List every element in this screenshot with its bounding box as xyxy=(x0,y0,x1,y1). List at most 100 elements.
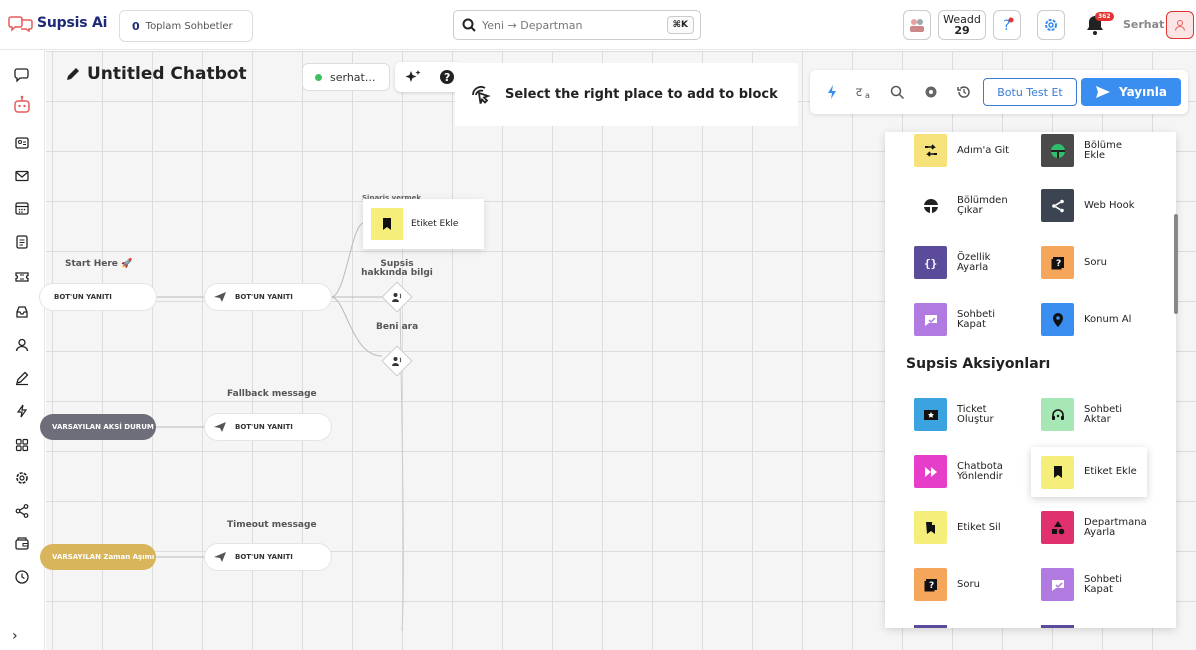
history-button[interactable] xyxy=(952,82,975,102)
sidebar-item-settings[interactable] xyxy=(12,468,32,488)
action-question[interactable]: ? Soru xyxy=(914,568,980,601)
action-get-location[interactable]: Konum Al xyxy=(1041,303,1131,336)
user-name[interactable]: Serhat xyxy=(1123,18,1165,31)
action-set-department[interactable]: Departmana Ayarla xyxy=(1041,511,1147,544)
action-label: Konum Al xyxy=(1084,313,1132,325)
action-transfer-chat[interactable]: Sohbeti Aktar xyxy=(1041,398,1144,431)
total-conversations[interactable]: 0 Toplam Sohbetler xyxy=(119,10,253,42)
question-box-icon: ? xyxy=(914,568,947,601)
fallback-reply-node[interactable]: BOT'UN YANITI xyxy=(205,414,331,440)
notifications-button[interactable]: 362 xyxy=(1085,12,1114,38)
location-pin-icon xyxy=(1041,303,1074,336)
fallback-reply-label: BOT'UN YANITI xyxy=(235,423,293,431)
chatbot-title-text: Untitled Chatbot xyxy=(87,64,247,84)
panel-scrollbar[interactable] xyxy=(1174,214,1178,314)
team-button[interactable] xyxy=(903,10,931,40)
form-icon xyxy=(16,235,28,249)
go-to-step-icon xyxy=(914,134,947,167)
webhook-icon xyxy=(1041,189,1074,222)
contact-card-icon xyxy=(15,137,29,149)
online-status-dot xyxy=(315,73,322,81)
action-web-hook[interactable]: Web Hook xyxy=(1041,189,1135,222)
sidebar-item-users[interactable] xyxy=(12,335,32,355)
fallback-node[interactable]: VARSAYILAN AKSİ DURUM xyxy=(40,414,156,440)
gear-icon xyxy=(925,86,936,98)
quick-action-button[interactable] xyxy=(820,82,843,102)
question-box-icon: ? xyxy=(1041,246,1074,279)
action-create-ticket[interactable]: Ticket Oluştur xyxy=(914,398,1017,431)
workspace-name: Weadd xyxy=(943,12,981,26)
action-set-attribute[interactable]: {} Özellik Ayarla xyxy=(914,246,1017,279)
tag-add-node[interactable]: Etiket Ekle xyxy=(363,199,484,249)
logo-icon xyxy=(8,16,33,32)
bot-reply-node[interactable]: BOT'UN YANITI xyxy=(205,284,331,310)
inbox-icon xyxy=(16,306,28,318)
svg-text:?: ? xyxy=(444,71,450,84)
sidebar-item-apps[interactable] xyxy=(12,435,32,455)
timeout-node[interactable]: VARSAYILAN Zaman Aşımı xyxy=(40,544,156,570)
action-panel: Adım'a Git Bölüme Ekle Bölümden Çıkar We… xyxy=(885,132,1176,628)
sidebar-item-chatbot[interactable] xyxy=(12,95,32,115)
bot-settings-button[interactable] xyxy=(919,82,942,102)
action-close-chat[interactable]: Sohbeti Kapat xyxy=(1041,568,1144,601)
help-circle-icon[interactable]: ? xyxy=(439,69,455,85)
conversation-count: 0 xyxy=(132,19,140,33)
headset-icon xyxy=(1041,398,1074,431)
sidebar-item-notes[interactable] xyxy=(12,368,32,388)
chatbot-title[interactable]: Untitled Chatbot xyxy=(65,64,247,84)
sidebar-item-integrations[interactable] xyxy=(12,501,32,521)
sidebar-item-payments[interactable] xyxy=(12,533,32,553)
share-icon xyxy=(15,504,29,518)
sparkles-icon[interactable] xyxy=(404,68,422,86)
gear-icon xyxy=(16,472,28,484)
sidebar-item-calendar[interactable] xyxy=(12,198,32,218)
sidebar-item-chats[interactable] xyxy=(12,64,32,84)
status-pill[interactable]: serhat... xyxy=(302,63,390,91)
sidebar-expand-button[interactable]: › xyxy=(12,628,18,644)
test-bot-button[interactable]: Botu Test Et xyxy=(983,78,1077,106)
action-go-to-step[interactable]: Adım'a Git xyxy=(914,134,1009,167)
pencil-icon xyxy=(67,68,79,80)
ai-tools: ? xyxy=(395,62,463,92)
logo[interactable]: Supsis Ai xyxy=(8,14,107,32)
action-label: Ticket Oluştur xyxy=(957,403,994,425)
workspace-number: 29 xyxy=(954,23,970,37)
publish-button[interactable]: Yayınla xyxy=(1081,78,1181,106)
timeout-reply-node[interactable]: BOT'UN YANITI xyxy=(205,544,331,570)
action-label: Departmana Ayarla xyxy=(1084,516,1147,538)
workspace-button[interactable]: Weadd 29 xyxy=(938,10,986,40)
search-bar[interactable]: Yeni → Departman ⌘K xyxy=(453,10,701,40)
help-button[interactable]: ? xyxy=(993,10,1021,40)
action-close-chat[interactable]: Sohbeti Kapat xyxy=(914,303,1017,336)
sidebar-item-history[interactable] xyxy=(12,567,32,587)
sidebar-item-inbox[interactable] xyxy=(12,302,32,322)
next-row-peek xyxy=(1041,625,1074,628)
action-label: Etiket Ekle xyxy=(1084,466,1137,477)
bot-reply-label: BOT'UN YANITI xyxy=(235,293,293,301)
action-redirect-chatbot[interactable]: Chatbota Yönlendir xyxy=(914,455,1017,488)
action-remove-tag[interactable]: Etiket Sil xyxy=(914,511,1001,544)
next-row-peek xyxy=(914,625,947,628)
action-label: Sohbeti Aktar xyxy=(1084,403,1123,425)
sidebar-item-forms[interactable] xyxy=(12,232,32,252)
action-add-tag[interactable]: Etiket Ekle xyxy=(1031,447,1147,497)
sidebar-item-tickets[interactable] xyxy=(12,267,32,287)
canvas-search-button[interactable] xyxy=(886,82,909,102)
search-shortcut: ⌘K xyxy=(666,16,694,34)
action-label: Özellik Ayarla xyxy=(957,251,991,273)
chat-bubble-icon xyxy=(14,68,29,82)
settings-button[interactable] xyxy=(1037,10,1065,40)
action-remove-from-section[interactable]: Bölümden Çıkar xyxy=(914,189,1017,222)
start-node[interactable]: BOT'UN YANITI xyxy=(40,284,156,310)
sidebar-item-automation[interactable] xyxy=(12,401,32,421)
send-icon xyxy=(214,552,226,562)
action-label: Sohbeti Kapat xyxy=(957,308,996,330)
avatar[interactable] xyxy=(1166,11,1194,39)
sidebar-item-contacts[interactable] xyxy=(12,133,32,153)
sidebar-item-mail[interactable] xyxy=(12,166,32,186)
search-icon xyxy=(890,85,905,99)
action-question[interactable]: ? Soru xyxy=(1041,246,1107,279)
svg-text:?: ? xyxy=(1003,18,1010,33)
action-add-to-section[interactable]: Bölüme Ekle xyxy=(1041,134,1144,167)
